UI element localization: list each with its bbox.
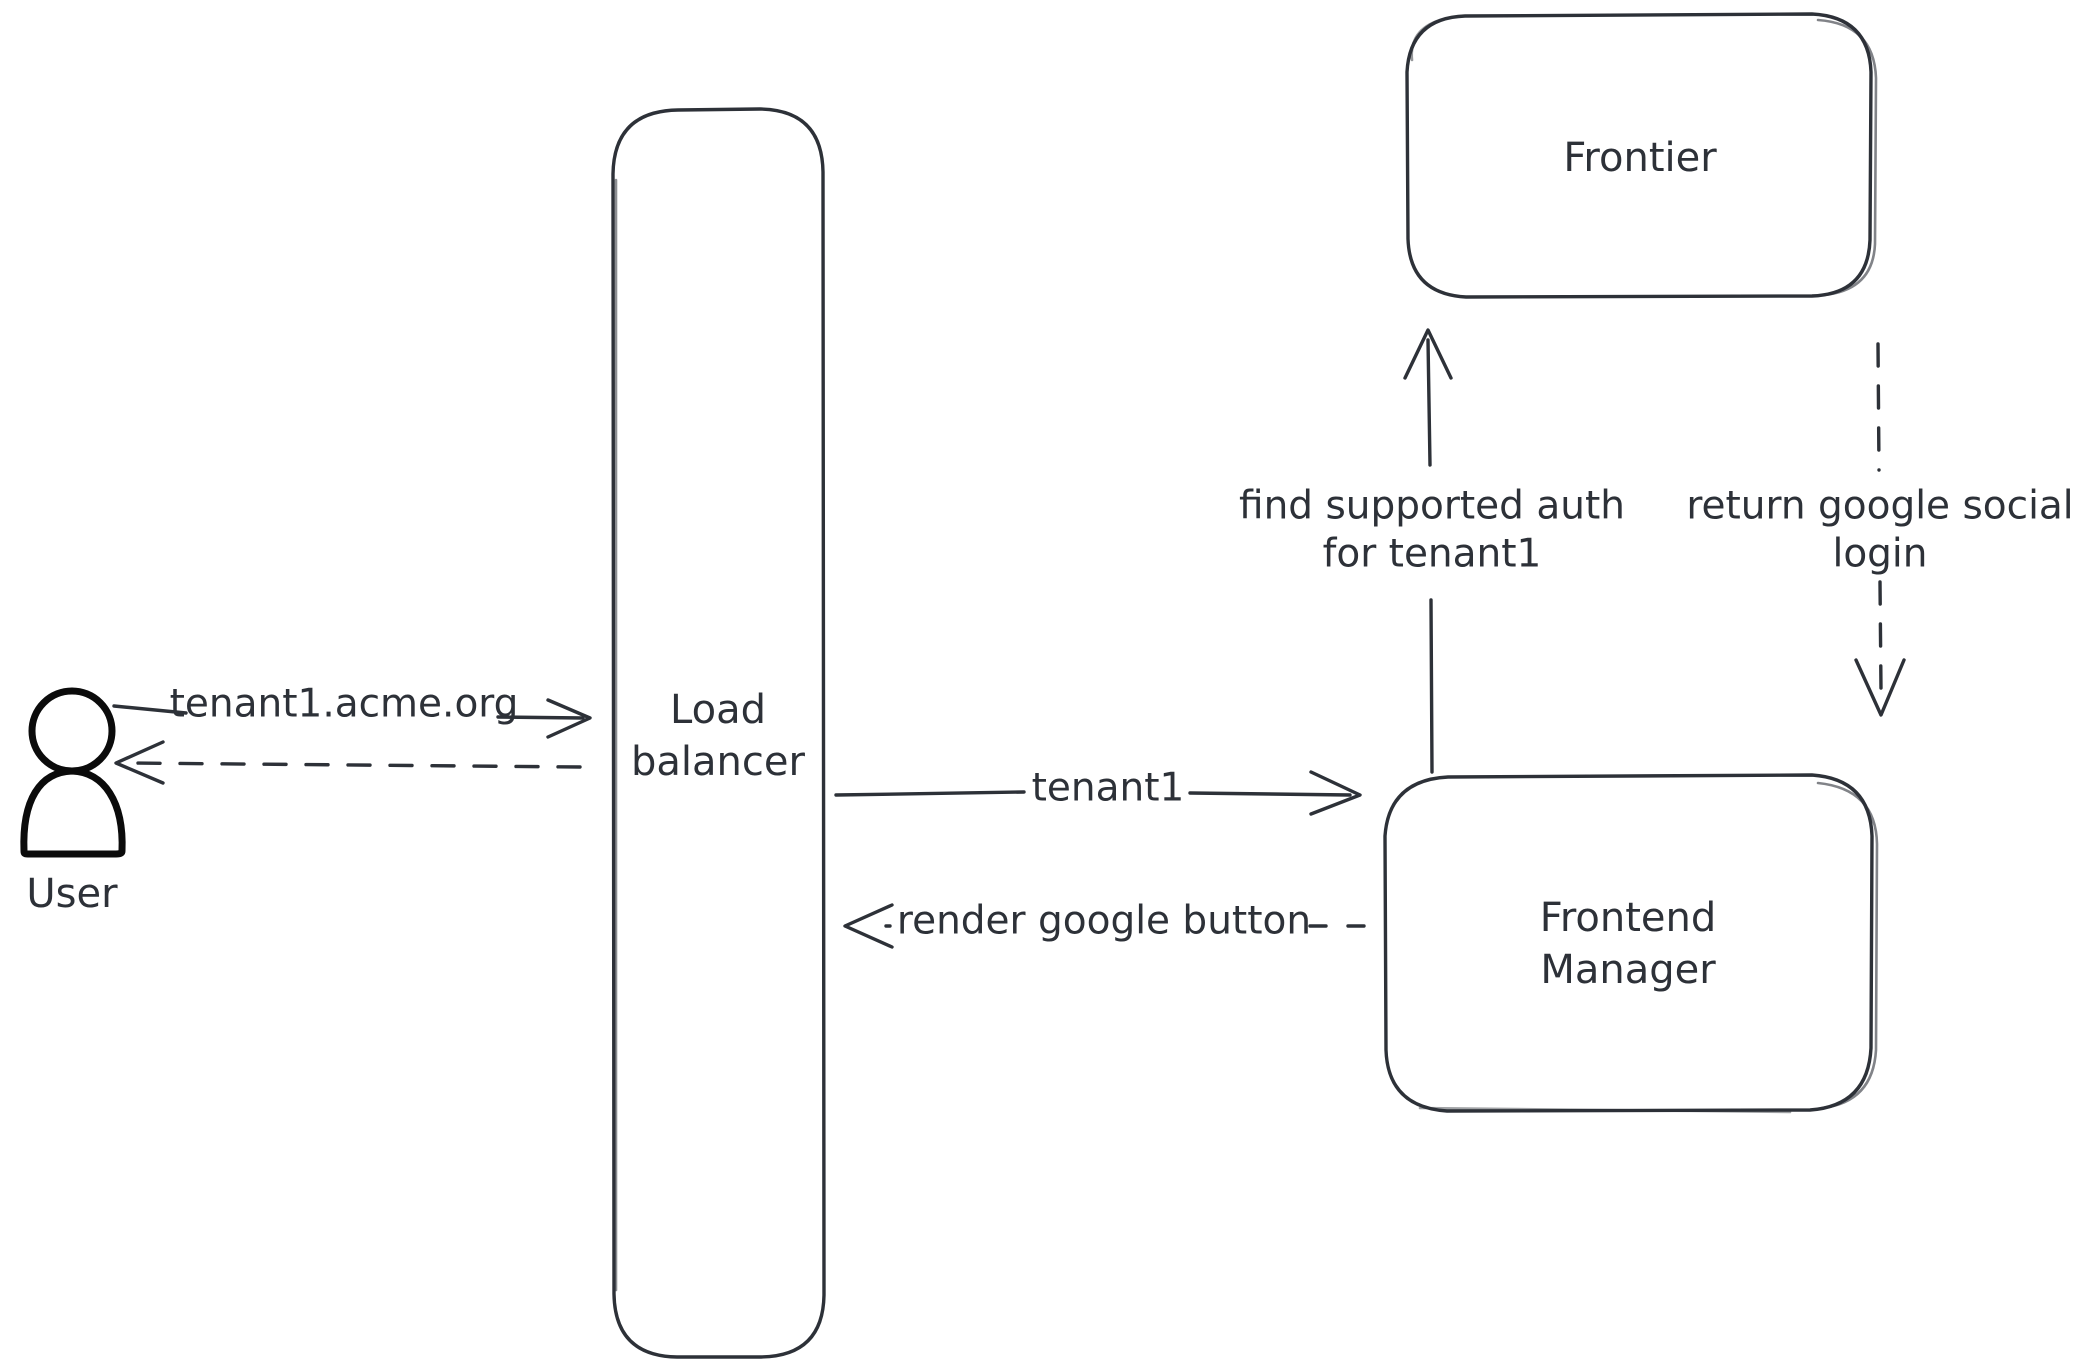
frontier-sketch-stroke-2 <box>1410 18 1442 62</box>
edge-user-to-lb-line-left <box>112 704 188 715</box>
edge-fm-to-frontier-line-upper <box>1426 338 1432 467</box>
frontend-manager-sketch-stroke <box>1816 781 1879 1110</box>
edge-user-to-lb-line-right <box>496 715 585 720</box>
edge-fm-to-frontier-label-line2: for tenant1 <box>1323 532 1542 577</box>
edge-user-to-load-balancer[interactable]: tenant1.acme.org <box>112 682 592 739</box>
node-user-label: User <box>26 871 118 917</box>
edge-load-balancer-to-frontend-manager[interactable]: tenant1 <box>834 766 1362 816</box>
edge-frontier-to-frontend-manager[interactable]: return google social login <box>1686 342 2074 717</box>
frontend-manager-sketch-stroke-2 <box>1418 1106 1792 1114</box>
node-load-balancer-label-line2: balancer <box>631 739 805 785</box>
node-frontend-manager-label-line1: Frontend <box>1540 895 1717 941</box>
edge-frontier-to-fm-arrowhead <box>1854 658 1906 717</box>
edge-lb-to-fm-line-right <box>1188 791 1352 797</box>
frontier-sketch-stroke <box>1816 18 1878 297</box>
node-frontend-manager-label-line2: Manager <box>1540 947 1716 993</box>
node-frontier[interactable]: Frontier <box>1405 12 1878 299</box>
edge-fm-to-frontier-label-line1: find supported auth <box>1239 484 1625 529</box>
node-load-balancer[interactable]: Load balancer <box>611 107 826 1359</box>
edge-lb-to-fm-label: tenant1 <box>1032 766 1185 811</box>
frontend-manager-outline <box>1383 773 1874 1113</box>
edge-load-balancer-to-user[interactable] <box>114 740 582 785</box>
edge-lb-to-user-line <box>128 761 582 769</box>
node-frontend-manager[interactable]: Frontend Manager <box>1383 773 1879 1114</box>
edge-frontend-manager-to-frontier[interactable]: find supported auth for tenant1 <box>1239 328 1625 774</box>
node-frontier-label-line1: Frontier <box>1563 135 1717 181</box>
edge-frontier-to-fm-label-line2: login <box>1832 532 1927 577</box>
edge-fm-to-frontier-arrowhead <box>1403 328 1453 380</box>
edge-frontend-manager-to-load-balancer[interactable]: render google button <box>843 899 1375 949</box>
edge-lb-to-user-arrowhead <box>114 740 165 785</box>
edge-fm-to-lb-arrowhead <box>843 903 894 949</box>
edge-fm-to-lb-label: render google button <box>897 899 1311 944</box>
edge-frontier-to-fm-label-line1: return google social <box>1686 484 2073 529</box>
edge-user-to-lb-arrowhead <box>546 698 592 739</box>
load-balancer-outline <box>611 107 826 1359</box>
edge-lb-to-fm-arrowhead <box>1309 770 1362 816</box>
edge-frontier-to-fm-line-upper <box>1876 342 1881 472</box>
person-icon-head <box>28 687 116 775</box>
edge-lb-to-fm-line-left <box>834 790 1026 797</box>
edge-fm-to-frontier-line-lower <box>1429 598 1434 774</box>
edge-frontier-to-fm-line-lower <box>1878 580 1883 692</box>
edge-user-to-lb-label: tenant1.acme.org <box>170 682 519 727</box>
node-load-balancer-label-line1: Load <box>670 687 766 733</box>
node-user[interactable]: User <box>20 687 126 917</box>
person-icon-body <box>20 767 126 858</box>
